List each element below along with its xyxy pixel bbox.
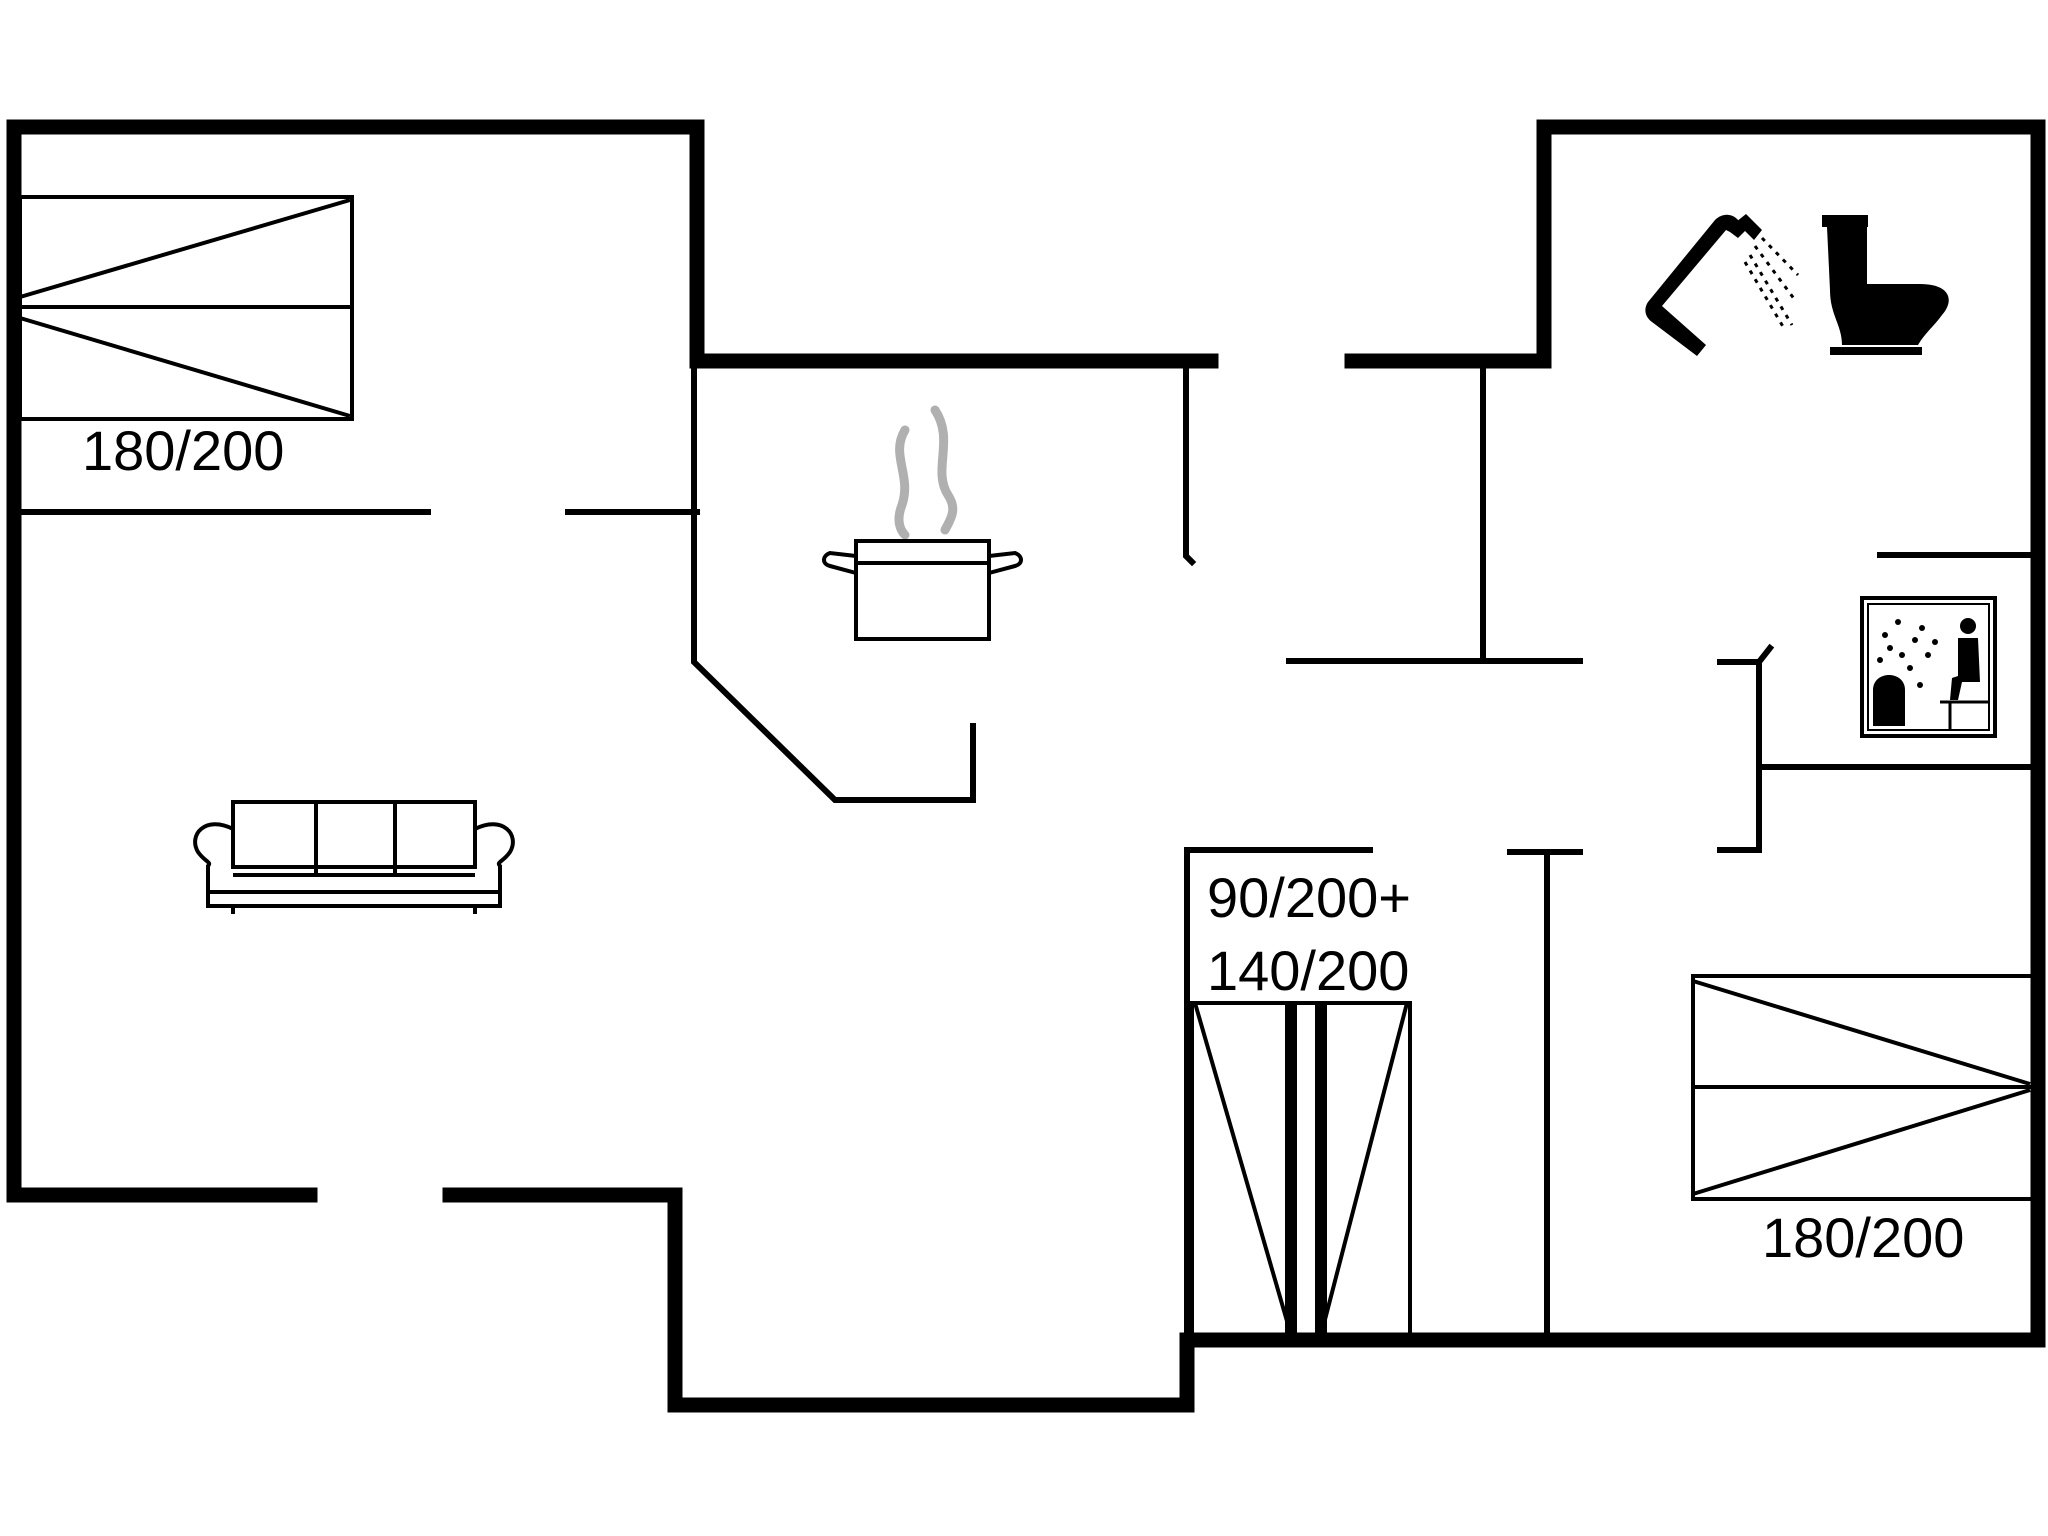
toilet-icon	[1822, 215, 1949, 355]
shower-icon	[1645, 214, 1800, 356]
sofa-icon	[193, 800, 515, 914]
bed-top-left	[18, 195, 354, 421]
cooking-pot-icon	[822, 405, 1023, 641]
interior-walls	[11, 358, 2041, 1338]
bed-label-middle-line2: 140/200	[1207, 939, 1409, 1002]
sauna-icon	[1860, 596, 1997, 738]
exterior-walls	[6, 119, 2046, 1413]
bed-middle	[1190, 1001, 1412, 1337]
bed-label-middle-line1: 90/200+	[1207, 866, 1411, 929]
bed-bottom-right	[1691, 974, 2035, 1201]
bed-label-bottom-right: 180/200	[1762, 1206, 1964, 1269]
bed-label-top-left: 180/200	[82, 419, 284, 482]
